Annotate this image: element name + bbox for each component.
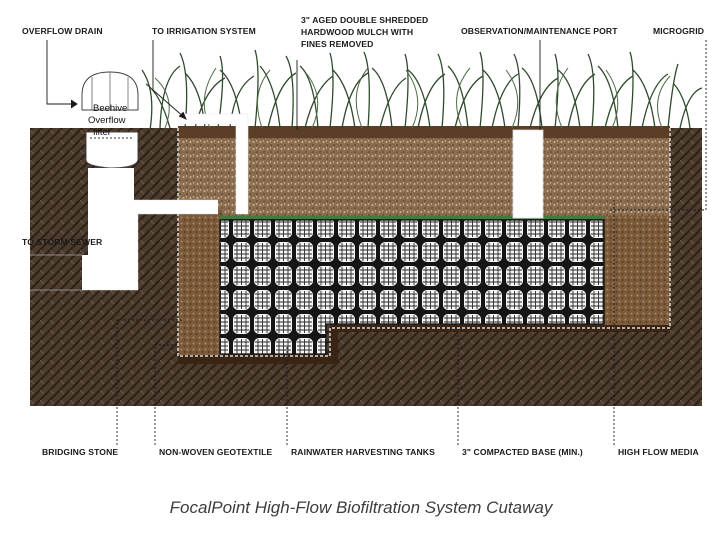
label-mulch-line1: 3" AGED DOUBLE SHREDDED	[301, 15, 428, 25]
label-bridging-stone: BRIDGING STONE	[42, 447, 118, 457]
label-to-irrigation: TO IRRIGATION SYSTEM	[152, 26, 256, 36]
beehive-label-line3: filter	[93, 127, 111, 138]
beehive-label-line2: Overflow	[88, 115, 126, 126]
label-overflow-drain: OVERFLOW DRAIN	[22, 26, 103, 36]
observation-port	[513, 130, 543, 218]
figure-caption: FocalPoint High-Flow Biofiltration Syste…	[0, 498, 722, 518]
upper-media-layer	[178, 130, 670, 216]
beehive-overflow-filter: Beehive Overflow filter	[82, 72, 138, 168]
label-observation-port: OBSERVATION/MAINTENANCE PORT	[461, 26, 618, 36]
label-geotextile: NON-WOVEN GEOTEXTILE	[159, 447, 272, 457]
biofiltration-cutaway-diagram: Beehive Overflow filter OVERFLOW DRAIN T…	[0, 0, 722, 490]
label-tanks: RAINWATER HARVESTING TANKS	[291, 447, 435, 457]
bridging-stone-fill	[178, 210, 222, 355]
label-high-flow-media: HIGH FLOW MEDIA	[618, 447, 699, 457]
label-compacted-base: 3" COMPACTED BASE (MIN.)	[462, 447, 583, 457]
label-microgrid: MICROGRID	[653, 26, 704, 36]
leader-overflow-drain	[47, 40, 76, 104]
mulch-layer	[178, 126, 670, 138]
label-to-storm-sewer: TO STORM SEWER	[22, 237, 103, 247]
beehive-label-line1: Beehive	[93, 103, 127, 114]
label-mulch-line2: HARDWOOD MULCH WITH	[301, 27, 413, 37]
microgrid-line	[220, 216, 604, 219]
label-mulch-line3: FINES REMOVED	[301, 39, 373, 49]
